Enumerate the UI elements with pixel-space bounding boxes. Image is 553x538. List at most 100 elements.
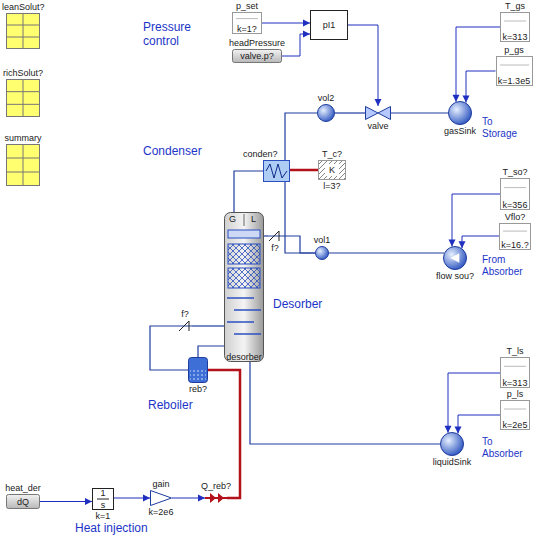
fluid-volume: gasSink: [448, 101, 472, 125]
node-label: p_gs: [504, 45, 524, 55]
flow-source: flow sou?: [443, 246, 467, 270]
node-label: vol1: [314, 235, 331, 245]
table-icon: leanSolut?: [6, 13, 40, 49]
connector-line: [458, 415, 500, 434]
check-valve-shape: [268, 230, 282, 242]
node-label: 1: [100, 488, 105, 498]
node-label: k=1?: [237, 24, 257, 34]
node-label: valve: [367, 121, 388, 131]
reboiler-drum-shape: [188, 357, 208, 383]
fluid-connector: [264, 236, 268, 237]
node-label: k=313: [503, 378, 528, 388]
node-label: L: [251, 214, 256, 224]
check-valve: f?: [268, 230, 282, 242]
heat-connector: [290, 170, 318, 171]
temperature-source: T_c?Kl=3?: [318, 160, 346, 180]
signal-connector: [463, 71, 496, 103]
node-label: liquidSink: [433, 457, 472, 467]
section-label: From Absorber: [482, 254, 530, 278]
node-label: Q_reb?: [201, 481, 231, 491]
reboiler-drum: reb?: [188, 357, 208, 383]
input-block: headPressurevalve.p?: [232, 49, 282, 63]
node-label: s: [101, 500, 106, 510]
connector-line: [264, 235, 268, 236]
node-label: T_gs: [505, 1, 525, 11]
signal-connector: [348, 25, 382, 106]
constant-block: Vflo?k=16.?: [499, 223, 531, 250]
node-label: k=1.3e5: [498, 76, 530, 86]
section-label: Condenser: [143, 144, 213, 158]
connector-line: [348, 25, 378, 106]
arrow-head: [303, 31, 310, 38]
section-label: To Storage: [482, 116, 526, 140]
section-label: Desorber: [273, 297, 333, 311]
section-label: Heat injection: [75, 521, 165, 535]
valve-symbol: valve: [365, 106, 391, 120]
table-icon-shape: [6, 13, 40, 49]
gain-block-shape: [150, 490, 172, 506]
node-label: reb?: [189, 384, 207, 394]
arrow-head: [375, 99, 382, 106]
table-icon: summary: [6, 144, 40, 186]
fluid-connector: [192, 326, 224, 327]
section-label: Reboiler: [148, 398, 208, 412]
arrow-head: [198, 495, 205, 502]
arrow-head: [449, 239, 456, 246]
condenser-block-shape: [263, 160, 290, 182]
fluid-volume-shape: [316, 104, 336, 122]
signal-connector: [40, 498, 92, 505]
node-label: flow sou?: [436, 271, 474, 281]
signal-connector: [459, 236, 500, 248]
fluid-connector: [335, 113, 365, 114]
flow-source-shape: [443, 246, 467, 270]
constant-block: p_setk=1?: [232, 12, 262, 34]
node-label: T_so?: [502, 167, 527, 177]
connector-line: [150, 326, 188, 370]
check-valve-shape: [178, 320, 192, 332]
valve-symbol-shape: [365, 106, 391, 120]
condenser-block: conden?: [263, 160, 290, 182]
table-icon: richSolut?: [6, 79, 40, 117]
connector-line: [198, 346, 224, 357]
connector-line: [262, 23, 310, 24]
node-label: pI1: [323, 20, 336, 30]
connector-line: [285, 113, 317, 160]
arrow-head: [85, 498, 92, 505]
arrow-head: [303, 20, 310, 27]
node-label: k=313: [503, 32, 528, 42]
connector-line: [466, 71, 496, 103]
node-label: headPressure: [229, 38, 285, 48]
node-label: p_ls: [507, 389, 524, 399]
gain-block: gaink=2e6: [150, 490, 172, 506]
signal-connector: [449, 194, 501, 246]
heat-flow-source-shape: [205, 492, 227, 504]
node-label: k=16.?: [501, 240, 528, 250]
node-label: k=1: [96, 511, 111, 521]
heat-flow-source: Q_reb?: [205, 492, 227, 504]
fluid-volume-shape: [440, 432, 464, 456]
connector-line: [456, 27, 500, 102]
arrow-head: [453, 95, 460, 102]
connector-line: [285, 182, 315, 253]
check-valve: f?: [178, 320, 192, 332]
heat-connector: [208, 370, 240, 498]
node-label: p_set: [236, 1, 258, 11]
node-label: Vflo?: [505, 212, 526, 222]
node-label: K: [329, 165, 335, 175]
connector-line: [192, 325, 224, 326]
node-label: summary: [5, 133, 42, 143]
signal-connector: [172, 495, 205, 502]
desorber-column-shape: [224, 212, 264, 362]
node-label: f?: [271, 243, 279, 253]
connector-line: [40, 501, 92, 502]
connector-line: [234, 171, 263, 212]
connector-line: [208, 370, 240, 498]
constant-block: p_lsk=2e5: [500, 400, 530, 430]
fluid-volume-shape: [312, 246, 332, 260]
connector-line: [282, 34, 310, 56]
node-label: gasSink: [444, 126, 476, 136]
signal-connector: [114, 495, 150, 502]
connector-line: [452, 194, 500, 246]
node-label: k=2e6: [149, 507, 174, 517]
